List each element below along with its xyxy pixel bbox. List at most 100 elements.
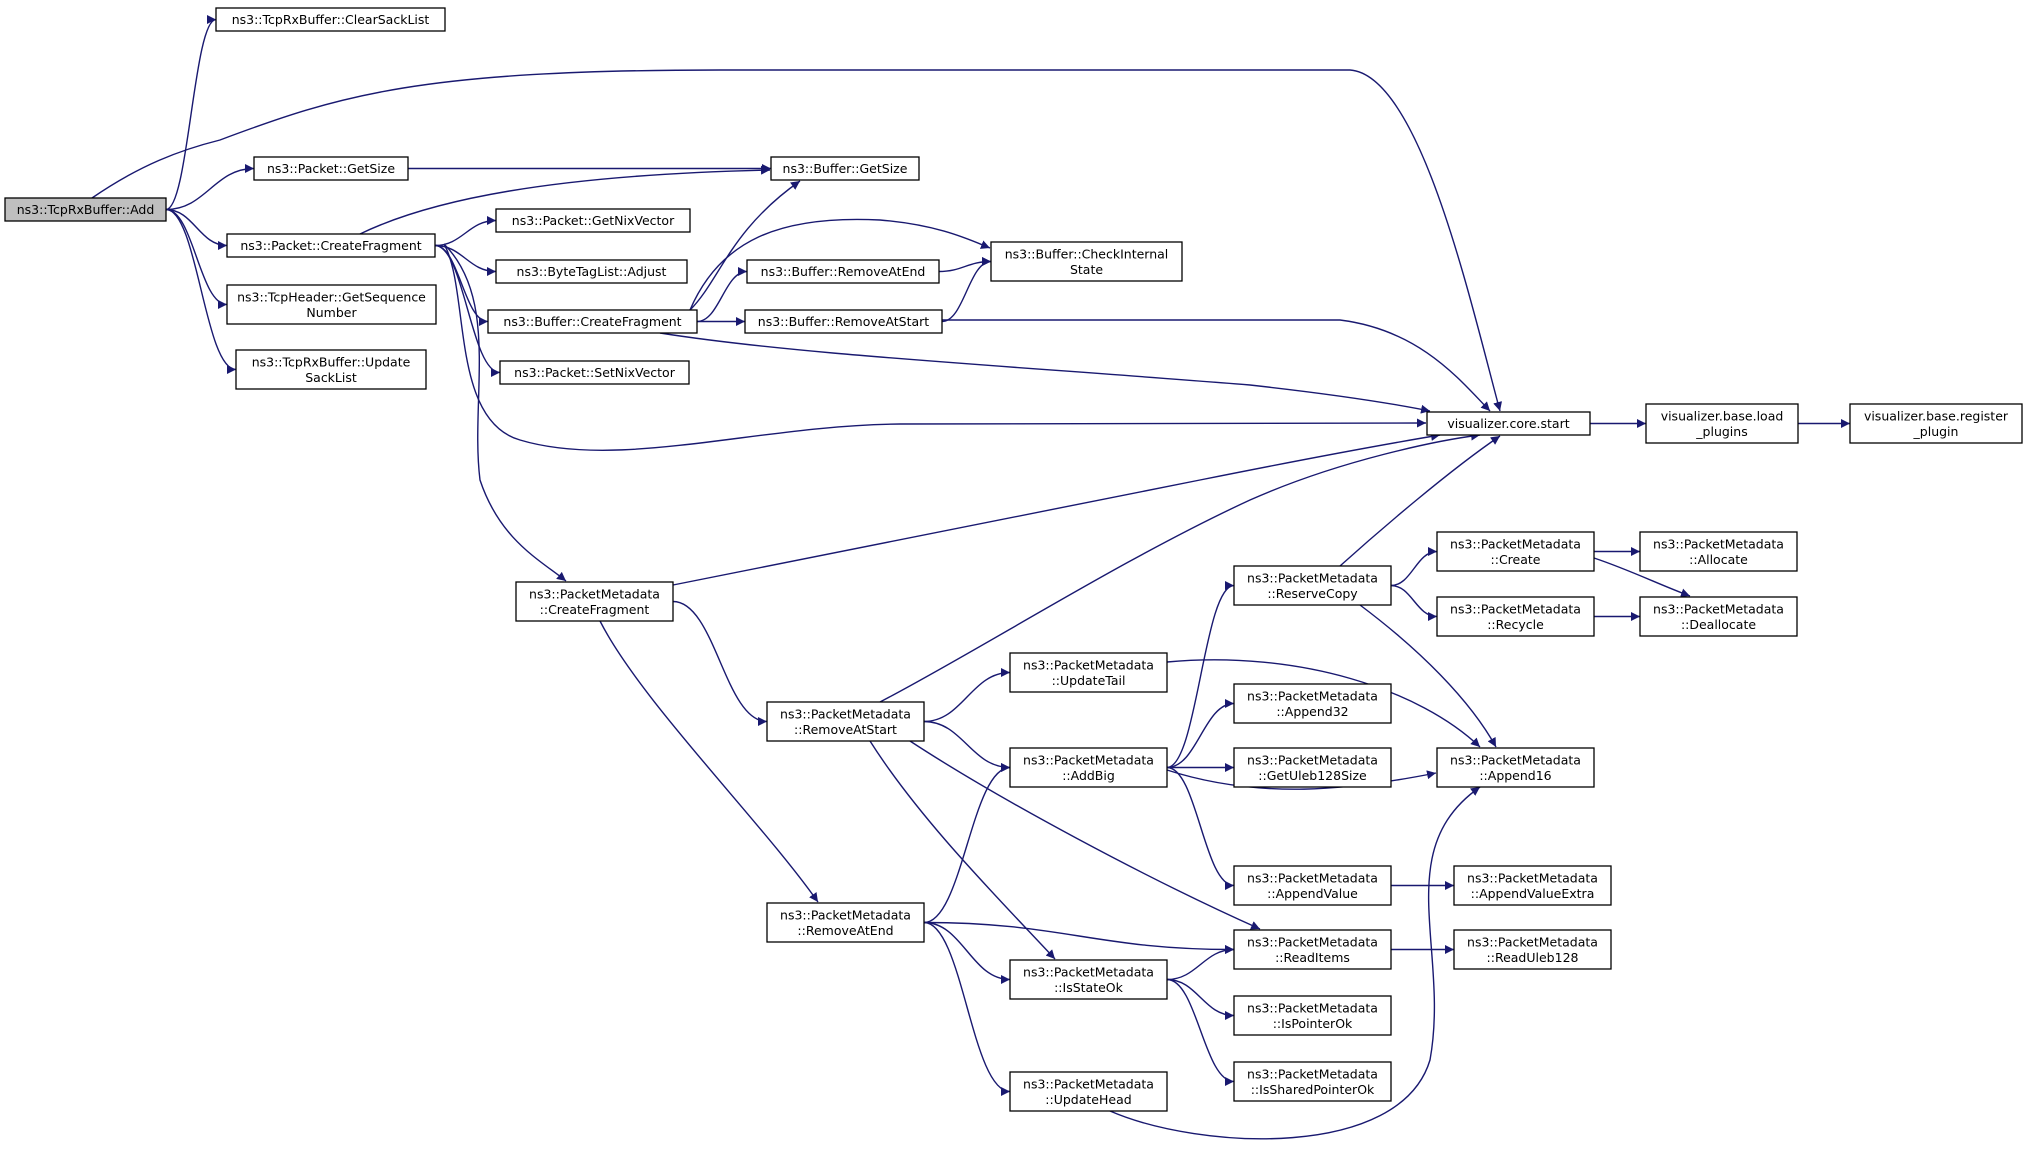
node-label: ns3::Packet::GetNixVector [512,213,675,228]
node-buf-removeatstart[interactable]: ns3::Buffer::RemoveAtStart [744,309,943,334]
node-label: ns3::PacketMetadata [1653,601,1784,616]
edge-pm_updatetail-to-pm_append16 [1166,659,1481,748]
edge-pm_removeatend-to-pm_addbig [923,763,1011,924]
edge-pm_reservecopy-to-pm_create [1390,547,1438,587]
edge-root-to-viz_start [91,69,1502,412]
node-pkt-getnix[interactable]: ns3::Packet::GetNixVector [495,208,691,233]
node-box [766,902,925,943]
edge-arrow [1390,584,1438,621]
node-label: ns3::PacketMetadata [1247,870,1378,885]
node-label: ns3::PacketMetadata [1247,570,1378,585]
edge-pm_createfrag-to-viz_start [672,432,1441,586]
node-label: ::IsStateOk [1054,980,1124,995]
node-pkt-setnix[interactable]: ns3::Packet::SetNixVector [499,360,690,385]
node-btl-adjust[interactable]: ns3::ByteTagList::Adjust [495,259,688,284]
node-label: ns3::Packet::CreateFragment [240,238,421,253]
node-pkt-getsize[interactable]: ns3::Packet::GetSize [253,156,409,181]
edge-arrow [1359,604,1497,748]
node-label: ns3::TcpHeader::GetSequence [237,289,426,304]
node-box [1233,929,1392,970]
edge-root-to-pkt_getsize [165,164,255,211]
edge-arrow [869,740,1056,960]
edge-arrow [443,243,1427,451]
node-label: ::RemoveAtEnd [797,923,893,938]
node-label: ns3::ByteTagList::Adjust [517,264,667,279]
node-pm-create[interactable]: ns3::PacketMetadata::Create [1436,531,1595,572]
node-buf-removeatend[interactable]: ns3::Buffer::RemoveAtEnd [746,259,940,284]
node-pm-updatetail[interactable]: ns3::PacketMetadata::UpdateTail [1009,652,1168,693]
node-pm-getuleb[interactable]: ns3::PacketMetadata::GetUleb128Size [1233,747,1392,788]
edge-arrow [909,740,1261,930]
node-pm-reservecopy[interactable]: ns3::PacketMetadata::ReserveCopy [1233,565,1392,606]
node-pm-issharedptr[interactable]: ns3::PacketMetadata::IsSharedPointerOk [1233,1061,1392,1102]
node-label: ::UpdateHead [1045,1092,1131,1107]
node-pm-readitems[interactable]: ns3::PacketMetadata::ReadItems [1233,929,1392,970]
edge-arrow [1166,699,1235,769]
node-pkt-createfrag[interactable]: ns3::Packet::CreateFragment [226,233,436,258]
node-pm-removeatstart[interactable]: ns3::PacketMetadata::RemoveAtStart [766,701,925,742]
edge-pm_removeatend-to-pm_readitems [923,921,1235,954]
node-label: ::GetUleb128Size [1258,768,1367,783]
edge-arrow [359,165,771,235]
edge-arrow [1166,581,1235,769]
node-pm-ispointerok[interactable]: ns3::PacketMetadata::IsPointerOk [1233,995,1392,1036]
node-pm-addbig[interactable]: ns3::PacketMetadata::AddBig [1009,747,1168,788]
edge-arrow [165,164,255,211]
edge-arrow [1166,766,1235,890]
node-label: ns3::PacketMetadata [1467,870,1598,885]
edge-pm_isstateok-to-pm_ispointerok [1166,978,1235,1020]
node-viz-start[interactable]: visualizer.core.start [1426,411,1591,436]
node-pm-recycle[interactable]: ns3::PacketMetadata::Recycle [1436,596,1595,637]
node-label: ::ReadItems [1275,950,1350,965]
edge-arrow [689,218,991,311]
node-box [253,156,409,181]
edge-arrow [1166,978,1235,1020]
node-pm-readuleb[interactable]: ns3::PacketMetadata::ReadUleb128 [1453,929,1612,970]
node-pm-appendvalueextra[interactable]: ns3::PacketMetadata::AppendValueExtra [1453,865,1612,906]
node-label: ns3::PacketMetadata [529,586,660,601]
node-box [1639,531,1798,572]
edge-pkt_createfrag-to-pm_createfrag [443,243,567,582]
edge-pm_removeatstart-to-pm_isstateok [869,740,1056,960]
node-label: ns3::Packet::SetNixVector [514,365,676,380]
node-pm-removeatend[interactable]: ns3::PacketMetadata::RemoveAtEnd [766,902,925,943]
node-label: ::ReserveCopy [1267,586,1358,601]
edge-arrow [923,921,1235,954]
node-viz-register[interactable]: visualizer.base.register_plugin [1849,403,2023,444]
edge-arrow [923,763,1011,924]
edge-arrow [659,332,1431,414]
node-pm-createfrag[interactable]: ns3::PacketMetadata::CreateFragment [515,581,674,622]
node-pm-appendvalue[interactable]: ns3::PacketMetadata::AppendValue [1233,865,1392,906]
node-label: ::Recycle [1487,617,1544,632]
node-label: ::IsSharedPointerOk [1251,1082,1375,1097]
edge-pm_removeatend-to-pm_isstateok [923,921,1011,984]
node-label: ns3::PacketMetadata [780,907,911,922]
edge-arrow [672,600,768,726]
edge-arrow [942,319,1491,412]
node-label: visualizer.base.load [1661,408,1784,423]
node-label: ::Create [1491,552,1541,567]
node-pm-append32[interactable]: ns3::PacketMetadata::Append32 [1233,683,1392,724]
edge-pm_addbig-to-pm_appendvalue [1166,766,1235,890]
node-label: _plugins [1695,424,1747,439]
node-pm-deallocate[interactable]: ns3::PacketMetadata::Deallocate [1639,596,1798,637]
node-root[interactable]: ns3::TcpRxBuffer::Add [4,197,167,222]
node-buf-getsize[interactable]: ns3::Buffer::GetSize [770,156,920,181]
node-label: ns3::Buffer::GetSize [783,161,908,176]
node-label: ns3::PacketMetadata [1023,1076,1154,1091]
node-box [4,197,167,222]
node-pm-append16[interactable]: ns3::PacketMetadata::Append16 [1436,747,1595,788]
node-pm-allocate[interactable]: ns3::PacketMetadata::Allocate [1639,531,1798,572]
node-pm-updatehead[interactable]: ns3::PacketMetadata::UpdateHead [1009,1071,1168,1112]
node-viz-load[interactable]: visualizer.base.load_plugins [1645,403,1799,444]
edge-pm_createfrag-to-pm_removeatend [599,620,819,903]
node-buf-createfrag[interactable]: ns3::Buffer::CreateFragment [487,309,698,334]
node-box [1436,596,1595,637]
node-clear-sack[interactable]: ns3::TcpRxBuffer::ClearSackList [215,7,446,32]
node-label: ns3::Packet::GetSize [267,161,395,176]
edge-pm_removeatstart-to-pm_updatetail [923,668,1011,723]
node-pm-isstateok[interactable]: ns3::PacketMetadata::IsStateOk [1009,959,1168,1000]
